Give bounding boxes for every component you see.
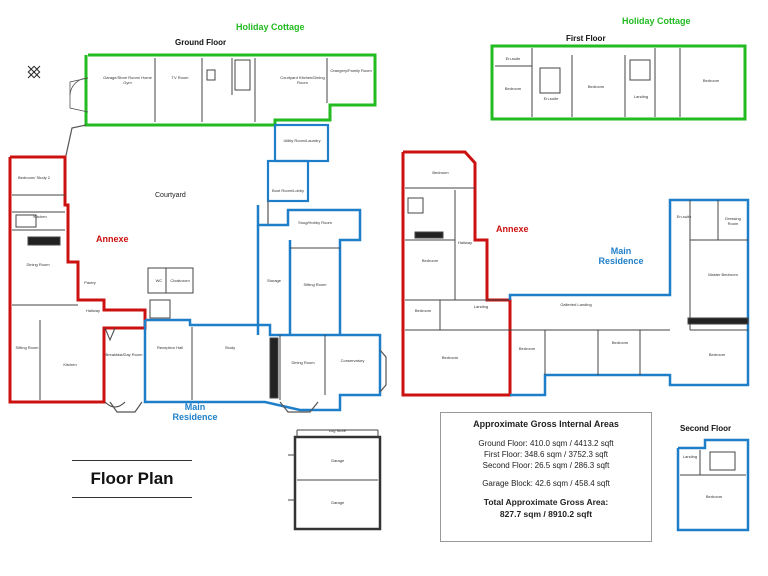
courtyard-label: Courtyard: [155, 192, 186, 199]
holiday-cottage-label-gf: Holiday Cottage: [236, 22, 305, 32]
room-tv: TV Room: [171, 75, 189, 80]
room-cloakroom: Cloakroom: [170, 278, 190, 283]
room-boot: Boot Room/Lobby: [271, 188, 305, 193]
main-residence-label-ff: Main Residence: [598, 246, 644, 266]
holiday-cottage-label-ff: Holiday Cottage: [622, 16, 691, 26]
room-log-store: Log Store: [328, 428, 347, 433]
room-orangery: Orangery/Family Room: [330, 68, 372, 73]
ff-main-residence-outline: [508, 198, 750, 397]
room-hallway: Hallway: [85, 308, 100, 313]
room-utility: Utility Room/Laundry: [283, 138, 321, 143]
first-floor-title: First Floor: [566, 34, 606, 43]
areas-total-value: 827.7 sqm / 8910.2 sqft: [499, 509, 593, 519]
room-ff-galleried: Galleried Landing: [560, 302, 592, 307]
annexe-label-gf: Annexe: [96, 234, 129, 244]
ff-holiday-cottage-outline: [490, 44, 747, 121]
room-conservatory: Conservatory: [340, 358, 365, 363]
room-dining-annexe: Dining Room: [26, 262, 50, 267]
room-pantry: Pantry: [84, 280, 96, 285]
floor-plan-title: Floor Plan: [72, 460, 192, 498]
room-ff-landing: Landing: [473, 304, 489, 309]
room-sitting-main: Sitting Room: [303, 282, 327, 287]
room-ff-bedroom1: Bedroom: [504, 86, 522, 91]
areas-first: First Floor: 348.6 sqm / 3752.3 sqft: [483, 450, 609, 459]
room-ff-bedroom3: Bedroom: [702, 78, 720, 83]
room-ff-bed-a: Bedroom: [518, 346, 536, 351]
room-study: Study: [224, 345, 236, 350]
room-breakfast: Breakfast/Day Room: [105, 352, 143, 357]
room-garage2: Garage: [330, 500, 345, 505]
areas-title: Approximate Gross Internal Areas: [473, 419, 619, 429]
sf-outline: [676, 438, 750, 532]
room-ff-bed-c: Bedroom: [708, 352, 726, 357]
room-ff-annex-bed2: Bedroom: [421, 258, 439, 263]
room-ff-dressing: Dressing Room: [725, 216, 741, 226]
room-sf-bedroom: Bedroom: [705, 494, 723, 499]
room-ff-ensuite1: En-suite: [505, 56, 521, 61]
room-wc: WC: [155, 278, 163, 283]
room-ff-hallway: Hallway: [457, 240, 472, 245]
areas-second: Second Floor: 26.5 sqm / 286.3 sqft: [482, 461, 610, 470]
ff-annexe-outline: [401, 150, 512, 397]
areas-total-label: Total Approximate Gross Area:: [483, 497, 609, 507]
room-ff-bedroom2: Bedroom: [587, 84, 605, 89]
room-snug: Snug/Hobby Room: [298, 220, 332, 225]
room-ff-landing-c: Landing: [633, 94, 649, 99]
room-sf-landing: Landing: [682, 454, 698, 459]
room-kitchen-main: Kitchen: [63, 362, 77, 367]
room-ff-annex-bed3: Bedroom: [414, 308, 432, 313]
room-ff-bed-b: Bedroom: [611, 340, 629, 345]
room-ff-ensuite-m: En-suite: [676, 214, 692, 219]
main-residence-label-gf: Main Residence: [172, 402, 218, 422]
room-ff-ensuite2: En-suite: [543, 96, 559, 101]
room-ff-annex-bed4: Bedroom: [441, 355, 459, 360]
room-storage: Storage: [266, 278, 281, 283]
gf-main-residence-outline: [143, 205, 382, 412]
room-ff-master: Master Bedroom: [708, 272, 738, 277]
room-garage1: Garage: [330, 458, 345, 463]
gf-annexe-outline: [8, 155, 147, 404]
areas-garage: Garage Block: 42.6 sqm / 458.4 sqft: [482, 479, 610, 488]
room-ff-annex-bed1: Bedroom: [432, 170, 449, 175]
room-dining-main: Dining Room: [291, 360, 315, 365]
garage-block-outline: [293, 435, 382, 531]
room-kitchen-annexe: Kitchen: [33, 214, 47, 219]
room-kitchen-dining: Courtyard Kitchen/Dining Room: [280, 75, 325, 85]
ground-floor-title: Ground Floor: [175, 38, 227, 47]
room-garage-gym: Garage/Store Room/ Home Gym: [103, 75, 152, 85]
areas-box: Approximate Gross Internal Areas Ground …: [440, 412, 652, 542]
gf-holiday-cottage-outline: [84, 53, 377, 127]
room-sitting-annexe: Sitting Room: [15, 345, 39, 350]
areas-ground: Ground Floor: 410.0 sqm / 4413.2 sqft: [478, 439, 614, 448]
room-reception: Reception Hall: [156, 345, 183, 350]
annexe-label-ff: Annexe: [496, 224, 529, 234]
room-bedroom-study: Bedroom/ Study 2: [17, 175, 51, 180]
compass-icon: [27, 65, 41, 79]
second-floor-title: Second Floor: [680, 424, 732, 433]
